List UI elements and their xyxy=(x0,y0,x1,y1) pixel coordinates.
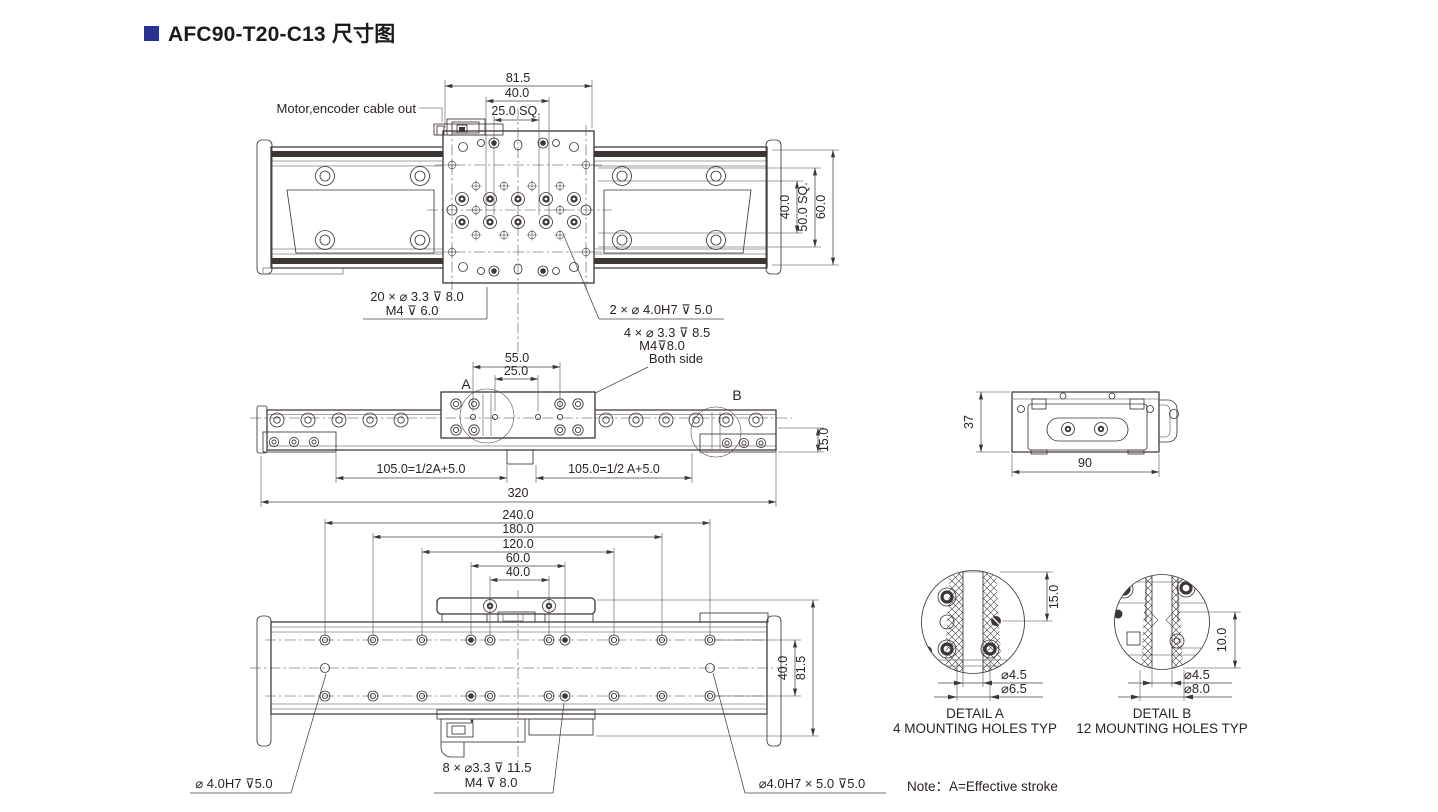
top-view: 81.5 40.0 25.0 SQ. Motor,encoder cable o… xyxy=(256,71,839,408)
side-view: A B 55.0 25.0 105.0=1/2A+5.0 105.0=1/2 A… xyxy=(250,351,831,507)
detail-a-subtitle: 4 MOUNTING HOLES TYP xyxy=(893,721,1057,736)
title-bullet-square xyxy=(144,25,159,41)
dim-90: 90 xyxy=(1078,456,1092,470)
dim-40-right: 40.0 xyxy=(778,195,792,219)
detail-b-dim-d80: ⌀8.0 xyxy=(1184,681,1210,696)
note-effective-stroke: Note：A=Effective stroke xyxy=(907,779,1058,794)
plate-centerlines xyxy=(427,97,612,352)
dim-25sq-top: 25.0 SQ. xyxy=(491,104,540,118)
top-view-callouts: 20 × ⌀ 3.3 ⊽ 8.0 M4 ⊽ 6.0 2 × ⌀ 4.0H7 ⊽ … xyxy=(363,235,724,408)
dim-40-bottom: 40.0 xyxy=(506,565,530,579)
end-view-dimensions: 37 90 xyxy=(962,391,1160,477)
dim-40-top: 40.0 xyxy=(505,86,529,100)
detail-b-dim-d45: ⌀4.5 xyxy=(1184,667,1210,682)
detail-a-dim-d65: ⌀6.5 xyxy=(1001,681,1027,696)
side-view-dimensions: 55.0 25.0 105.0=1/2A+5.0 105.0=1/2 A+5.0… xyxy=(260,351,831,507)
callout-4-holes-line1: 4 × ⌀ 3.3 ⊽ 8.5 xyxy=(624,325,710,340)
dim-320: 320 xyxy=(508,486,529,500)
callout-pin-right: ⌀4.0H7 × 5.0 ⊽5.0 xyxy=(759,776,866,791)
detail-b-dim-10: 10.0 xyxy=(1215,628,1229,652)
dim-60: 60.0 xyxy=(506,551,530,565)
detail-a-marker-circle xyxy=(459,388,515,444)
dim-120: 120.0 xyxy=(502,537,533,551)
dim-40-bottom-right: 40.0 xyxy=(776,656,790,680)
callout-20-holes-line1: 20 × ⌀ 3.3 ⊽ 8.0 xyxy=(370,289,464,304)
callout-8-holes-line2: M4 ⊽ 8.0 xyxy=(465,775,518,790)
bottom-view-dimensions: 240.0 180.0 120.0 60.0 40.0 40.0 xyxy=(324,508,819,737)
top-view-dimensions: 81.5 40.0 25.0 SQ. Motor,encoder cable o… xyxy=(277,71,839,266)
dim-240: 240.0 xyxy=(502,508,533,522)
dim-37: 37 xyxy=(962,415,976,429)
cable-connector xyxy=(433,118,504,136)
detail-a-label: A xyxy=(461,376,471,392)
side-carriage xyxy=(440,391,596,439)
dim-815-bottom-right: 81.5 xyxy=(794,656,808,680)
dim-105-right: 105.0=1/2 A+5.0 xyxy=(568,462,660,476)
dim-81-5-top: 81.5 xyxy=(506,71,530,85)
dim-55: 55.0 xyxy=(505,351,529,365)
bottom-top-cover xyxy=(436,597,769,623)
callout-4-holes-line2: M4⊽8.0 xyxy=(639,338,685,353)
detail-a-title: DETAIL A xyxy=(946,706,1004,721)
cable-out-label: Motor,encoder cable out xyxy=(277,101,417,116)
drawing-title-block: AFC90-T20-C13 尺寸图 xyxy=(144,18,395,48)
bottom-view: 240.0 180.0 120.0 60.0 40.0 40.0 xyxy=(190,508,886,794)
end-view: 37 90 xyxy=(962,391,1179,477)
page-title: AFC90-T20-C13 尺寸图 xyxy=(168,23,396,46)
dim-180: 180.0 xyxy=(502,522,533,536)
dim-60-right: 60.0 xyxy=(814,195,828,219)
detail-b-marker-circle xyxy=(690,406,742,458)
detail-b-subtitle: 12 MOUNTING HOLES TYP xyxy=(1076,721,1248,736)
detail-a-view: 15.0 ⌀4.5 ⌀6.5 DETAIL A 4 MOUNTING HOLES… xyxy=(893,570,1061,736)
dim-15: 15.0 xyxy=(817,428,831,452)
carriage-plate xyxy=(442,130,595,284)
callout-8-holes-line1: 8 × ⌀3.3 ⊽ 11.5 xyxy=(442,760,531,775)
plate-holes xyxy=(446,137,592,277)
callout-4-holes-line3: Both side xyxy=(649,351,703,366)
callout-20-holes-line2: M4 ⊽ 6.0 xyxy=(386,303,439,318)
end-view-carriage xyxy=(1027,403,1148,451)
side-carriage-holes xyxy=(450,398,584,436)
callout-2-holes: 2 × ⌀ 4.0H7 ⊽ 5.0 xyxy=(610,302,713,317)
detail-a-dim-d45: ⌀4.5 xyxy=(1001,667,1027,682)
detail-b-label: B xyxy=(732,387,741,403)
callout-pin-left: ⌀ 4.0H7 ⊽5.0 xyxy=(195,776,272,791)
detail-a-dimensions: 15.0 ⌀4.5 ⌀6.5 xyxy=(934,571,1061,701)
dim-25: 25.0 xyxy=(504,364,528,378)
detail-b-title: DETAIL B xyxy=(1133,706,1192,721)
detail-b-dimensions: 10.0 ⌀4.5 ⌀8.0 xyxy=(1118,611,1241,701)
dim-50sq-right: 50.0 SQ. xyxy=(796,182,810,231)
bottom-view-holes xyxy=(319,634,716,702)
detail-a-dim-15: 15.0 xyxy=(1047,585,1061,609)
bottom-cover-bracket xyxy=(436,709,596,758)
detail-b-view: 10.0 ⌀4.5 ⌀8.0 DETAIL B 12 MOUNTING HOLE… xyxy=(1076,574,1248,736)
bottom-view-callouts: 8 × ⌀3.3 ⊽ 11.5 M4 ⊽ 8.0 ⌀ 4.0H7 ⊽5.0 ⌀4… xyxy=(190,672,886,794)
dim-105-left: 105.0=1/2A+5.0 xyxy=(377,462,466,476)
cable-clip xyxy=(1159,399,1179,443)
